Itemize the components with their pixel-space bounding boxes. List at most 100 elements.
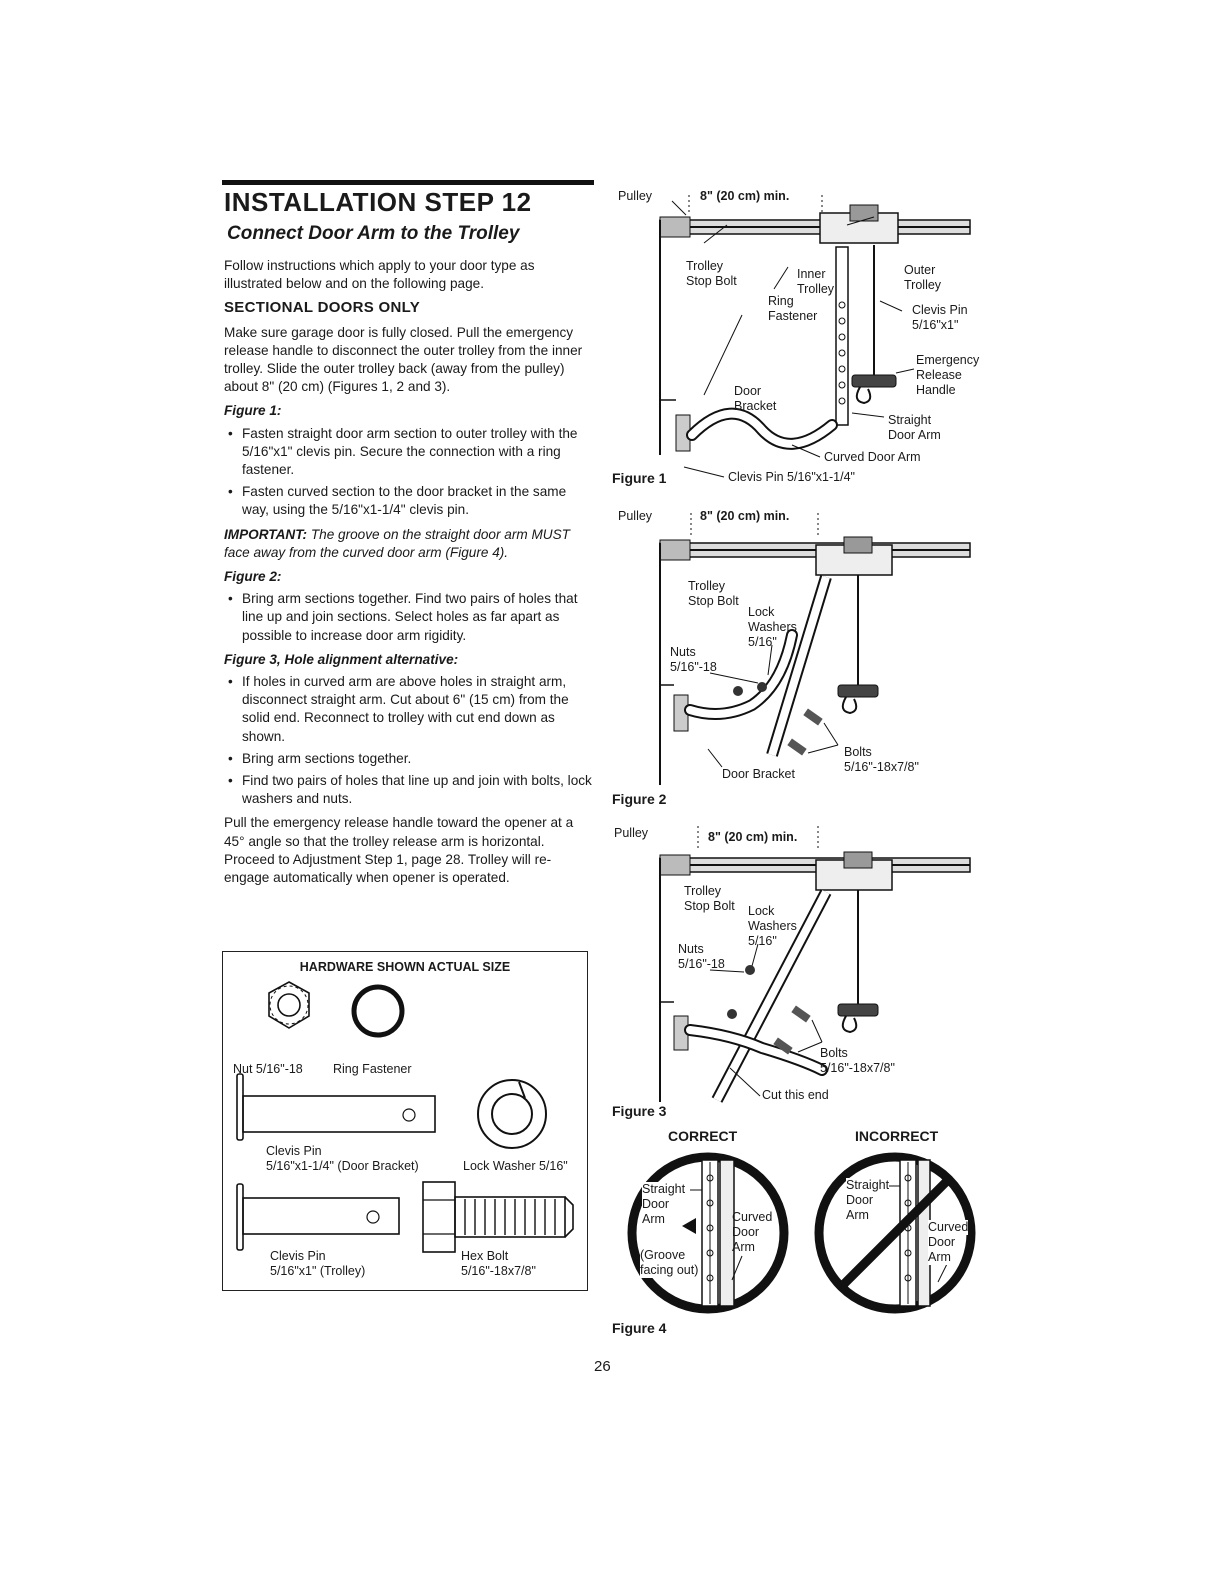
fig2-lock-2: Washers <box>748 620 797 634</box>
figure3-caption: Figure 3 <box>612 1103 667 1119</box>
fig1-dimension: 8" (20 cm) min. <box>700 189 790 203</box>
fig2-nuts-1: Nuts <box>670 645 696 659</box>
list-item: Bring arm sections together. Find two pa… <box>224 590 592 645</box>
important-label: IMPORTANT: <box>224 526 308 542</box>
instructions-column: Follow instructions which apply to your … <box>224 257 592 893</box>
hex-bolt-label-1: Hex Bolt <box>461 1249 509 1263</box>
clevis-bracket-label-2: 5/16"x1-1/4" (Door Bracket) <box>266 1159 419 1173</box>
figure1-caption: Figure 1 <box>612 470 667 486</box>
i-straight-1: Straight <box>846 1178 890 1193</box>
figure2-list: Bring arm sections together. Find two pa… <box>224 590 592 645</box>
i-straight-2: Door <box>846 1193 874 1208</box>
fig1-ring-1: Ring <box>768 294 794 308</box>
fig1-inner-2: Trolley <box>797 282 835 296</box>
fig3-lock-3: 5/16" <box>748 934 777 948</box>
c-curved-1: Curved <box>732 1210 773 1224</box>
clevis-pin-trolley-icon <box>236 1183 400 1251</box>
fig2-trolley-stop-2: Stop Bolt <box>688 594 739 608</box>
c-straight-3: Arm <box>642 1212 665 1227</box>
page-subtitle: Connect Door Arm to the Trolley <box>227 223 520 244</box>
fig1-release-1: Emergency <box>916 353 980 367</box>
i-curved-1: Curved <box>928 1220 969 1235</box>
c-curved-3: Arm <box>732 1240 755 1254</box>
figure3-heading: Figure 3, Hole alignment alternative: <box>224 651 459 667</box>
nut-icon <box>268 981 310 1029</box>
paragraph-prep: Make sure garage door is fully closed. P… <box>224 324 583 395</box>
page-title: INSTALLATION STEP 12 <box>224 187 532 217</box>
section-heading: SECTIONAL DOORS ONLY <box>224 299 421 317</box>
c-straight-1: Straight <box>642 1182 686 1197</box>
fig1-inner-1: Inner <box>797 267 826 281</box>
fig1-release-2: Release <box>916 368 962 382</box>
i-curved-2: Door <box>928 1235 956 1250</box>
figure2-drawing <box>659 513 971 785</box>
fig1-bracket-2: Bracket <box>734 399 777 413</box>
fig1-straight-2: Door Arm <box>888 428 941 442</box>
ring-label: Ring Fastener <box>333 1062 412 1076</box>
list-item: Fasten curved section to the door bracke… <box>224 483 592 519</box>
correct-drawing <box>627 1152 789 1314</box>
figure1-heading: Figure 1: <box>224 403 282 419</box>
incorrect-drawing <box>814 1152 976 1314</box>
fig2-trolley-stop-1: Trolley <box>688 579 726 593</box>
clevis-trolley-label-2: 5/16"x1" (Trolley) <box>270 1264 366 1278</box>
fig3-bolts-1: Bolts <box>820 1046 848 1060</box>
fig1-clevis-2: 5/16"x1" <box>912 318 959 332</box>
hardware-title: HARDWARE SHOWN ACTUAL SIZE <box>299 960 511 974</box>
fig2-door-bracket: Door Bracket <box>722 767 795 781</box>
fig3-nuts-1: Nuts <box>678 942 704 956</box>
closing-text: Pull the emergency release handle toward… <box>224 815 574 886</box>
i-curved-3: Arm <box>928 1250 951 1265</box>
fig2-bolts-2: 5/16"-18x7/8" <box>844 760 919 774</box>
page-number: 26 <box>594 1358 611 1375</box>
fig3-cut-end: Cut this end <box>762 1088 829 1102</box>
fig2-bolts-1: Bolts <box>844 745 872 759</box>
fig3-bolts-2: 5/16"-18x7/8" <box>820 1061 895 1075</box>
fig2-nuts-2: 5/16"-18 <box>670 660 717 674</box>
figure-1: Pulley 8" (20 cm) min. Trolley Stop Bolt… <box>612 185 982 495</box>
c-straight-2: Door <box>642 1197 670 1212</box>
fig1-trolley-stop-1: Trolley <box>686 259 724 273</box>
list-item: Fasten straight door arm section to oute… <box>224 425 592 480</box>
important-note: IMPORTANT: The groove on the straight do… <box>224 526 592 562</box>
clevis-trolley-label-1: Clevis Pin <box>270 1249 326 1263</box>
fig3-lock-2: Washers <box>748 919 797 933</box>
hardware-box: HARDWARE SHOWN ACTUAL SIZE <box>222 951 588 1291</box>
fig3-dimension: 8" (20 cm) min. <box>708 830 798 844</box>
fig2-dimension: 8" (20 cm) min. <box>700 509 790 523</box>
figure-3: Pulley 8" (20 cm) min. Trolley Stop Bolt… <box>612 820 982 1110</box>
hex-bolt-icon <box>422 1181 574 1253</box>
figure-4-incorrect: Straight Door Arm Curved Door Arm <box>800 1148 990 1318</box>
fig3-trolley-stop-1: Trolley <box>684 884 722 898</box>
lock-washer-label: Lock Washer 5/16" <box>463 1159 568 1173</box>
i-straight-3: Arm <box>846 1208 869 1223</box>
figure1-drawing <box>659 195 971 478</box>
fig2-pulley: Pulley <box>618 509 653 523</box>
fig1-clevis-bottom: Clevis Pin 5/16"x1-1/4" <box>728 470 855 484</box>
intro-text: Follow instructions which apply to your … <box>224 258 535 292</box>
fig1-pulley: Pulley <box>618 189 653 203</box>
fig1-curved: Curved Door Arm <box>824 450 921 464</box>
fig3-trolley-stop-2: Stop Bolt <box>684 899 735 913</box>
hardware-drawings <box>236 981 574 1253</box>
fig1-straight-1: Straight <box>888 413 932 427</box>
list-item: Bring arm sections together. <box>224 750 592 768</box>
c-curved-2: Door <box>732 1225 760 1239</box>
important-text: The groove on the straight door arm MUST… <box>224 526 570 560</box>
title-rule <box>222 180 594 185</box>
figure2-heading: Figure 2: <box>224 569 282 585</box>
incorrect-heading: INCORRECT <box>855 1128 939 1144</box>
figure3-drawing <box>659 826 971 1103</box>
list-item: Find two pairs of holes that line up and… <box>224 772 592 808</box>
figure3-list: If holes in curved arm are above holes i… <box>224 673 592 808</box>
figure-4-correct: Straight Door Arm (Groove facing out) Cu… <box>610 1148 800 1318</box>
fig1-release-3: Handle <box>916 383 956 397</box>
lock-washer-icon <box>477 1079 547 1149</box>
clevis-bracket-label-1: Clevis Pin <box>266 1144 322 1158</box>
fig1-outer-2: Trolley <box>904 278 942 292</box>
fig3-lock-1: Lock <box>748 904 775 918</box>
fig1-outer-1: Outer <box>904 263 936 277</box>
hex-bolt-label-2: 5/16"-18x7/8" <box>461 1264 536 1278</box>
clevis-pin-bracket-icon <box>236 1073 436 1141</box>
ring-fastener-icon <box>351 984 405 1038</box>
